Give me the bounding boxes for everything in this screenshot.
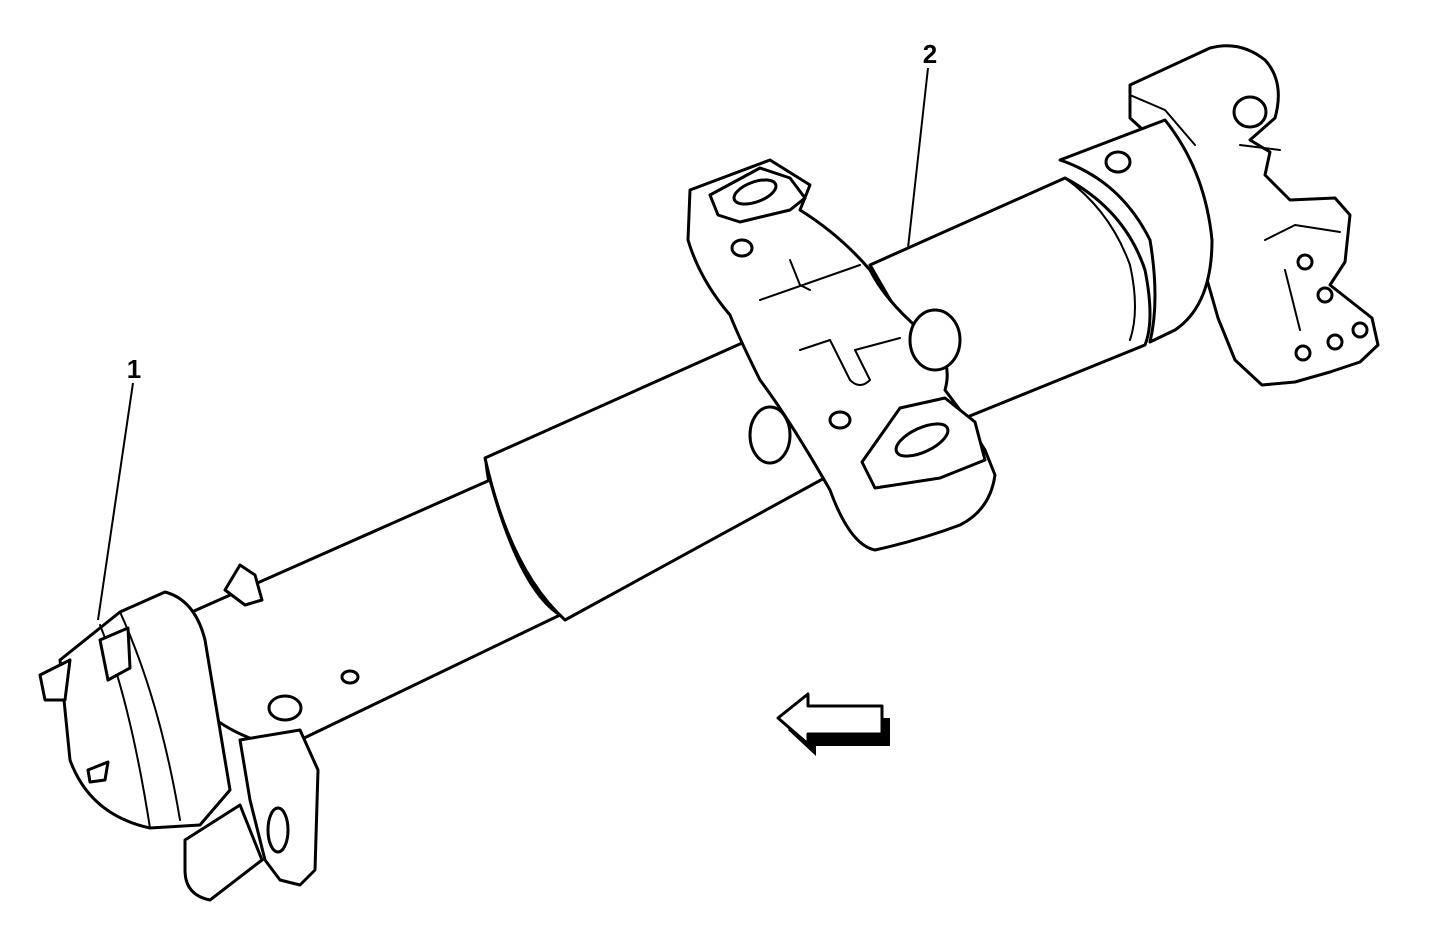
callout-2-leader: [907, 67, 929, 249]
direction-arrow-left-icon: [776, 692, 890, 756]
callout-1-label: 1: [127, 354, 141, 384]
callout-1-leader: [97, 382, 134, 621]
lower-bracket: [183, 563, 320, 902]
center-mounting-bracket: [686, 158, 997, 552]
callout-2-label: 2: [923, 39, 937, 69]
lower-end-housing: [38, 590, 232, 830]
upper-yoke-mount: [1128, 44, 1380, 387]
upper-bearing-housing: [1058, 118, 1214, 344]
